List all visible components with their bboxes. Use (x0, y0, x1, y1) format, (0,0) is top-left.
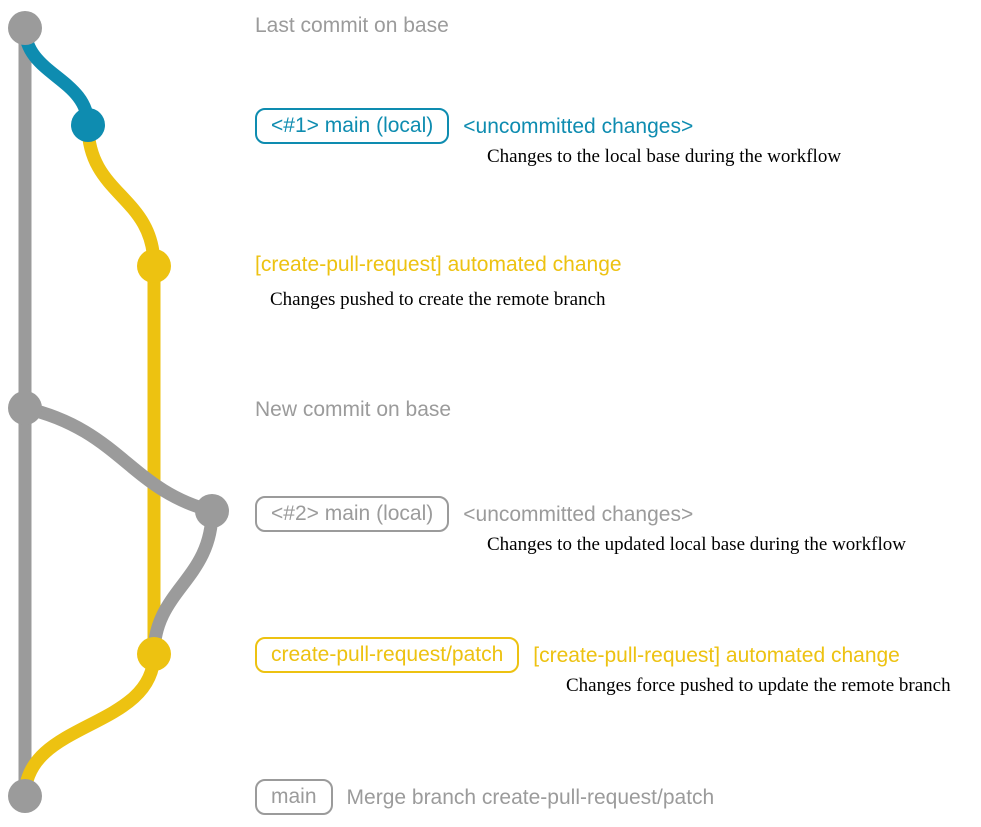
branch-pill-main[interactable]: main (255, 779, 333, 815)
note-local-2: Changes to the updated local base during… (487, 534, 906, 555)
edge-base2-to-local2 (18, 401, 219, 518)
row-automated-change-1: [create-pull-request] automated change (255, 254, 622, 275)
commit-subject: <uncommitted changes> (463, 114, 694, 138)
edge-remote2-to-merge (18, 647, 161, 803)
commit-subject: Last commit on base (255, 14, 449, 37)
commit-node-remote-2[interactable] (137, 637, 171, 671)
commit-node-remote-1[interactable] (137, 249, 171, 283)
commit-subject: New commit on base (255, 398, 452, 421)
commit-node-base-top[interactable] (8, 11, 42, 45)
row-last-commit-on-base: Last commit on base (255, 15, 449, 36)
commit-subject: [create-pull-request] automated change (533, 643, 900, 667)
row-merge: main Merge branch create-pull-request/pa… (255, 779, 714, 815)
note-automated-change-2: Changes force pushed to update the remot… (566, 675, 951, 696)
edge-local1-to-remote1 (81, 118, 161, 273)
note-local-1: Changes to the local base during the wor… (487, 146, 842, 167)
row-automated-change-2: create-pull-request/patch [create-pull-r… (255, 637, 900, 673)
commit-node-local-1[interactable] (71, 108, 105, 142)
row-new-commit-on-base: New commit on base (255, 399, 451, 420)
commit-subject: Merge branch create-pull-request/patch (346, 785, 715, 809)
commit-node-base-new[interactable] (8, 391, 42, 425)
edge-local2-to-remote2 (147, 504, 219, 661)
row-local-1: <#1> main (local) <uncommitted changes> (255, 108, 693, 144)
note-automated-change-1: Changes pushed to create the remote bran… (270, 289, 606, 310)
branch-pill-local-2[interactable]: <#2> main (local) (255, 496, 450, 532)
commit-subject: <uncommitted changes> (463, 502, 694, 526)
branch-pill-local-1[interactable]: <#1> main (local) (255, 108, 450, 144)
row-local-2: <#2> main (local) <uncommitted changes> (255, 496, 693, 532)
commit-node-local-2[interactable] (195, 494, 229, 528)
commit-subject: [create-pull-request] automated change (255, 253, 622, 276)
commit-node-merge[interactable] (8, 779, 42, 813)
branch-pill-remote-patch[interactable]: create-pull-request/patch (255, 637, 520, 673)
